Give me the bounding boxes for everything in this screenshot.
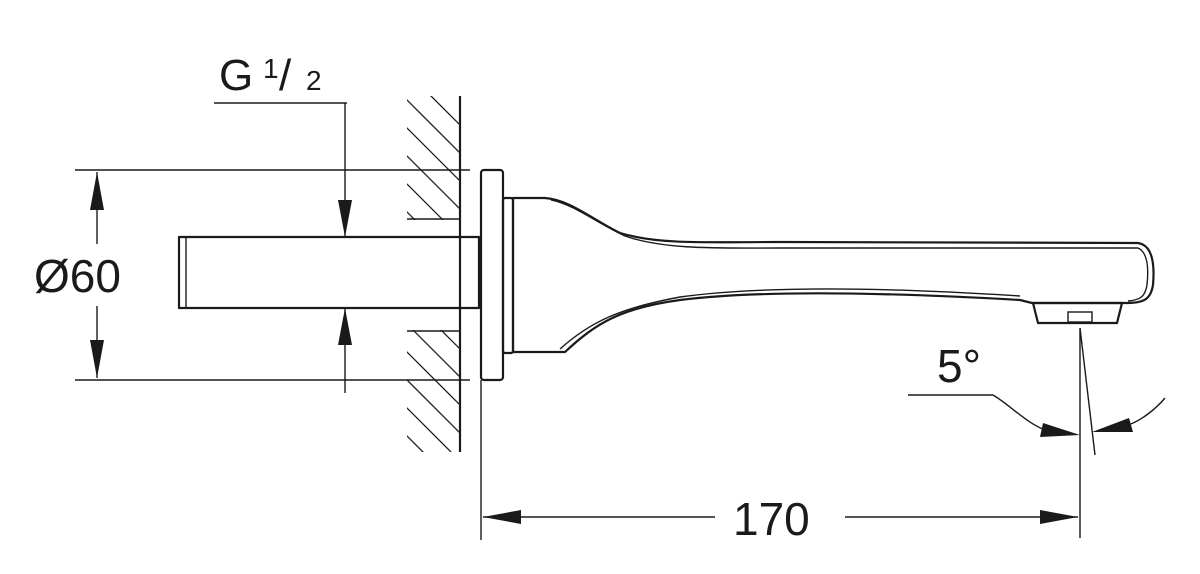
diameter-dimension: Ø60 bbox=[34, 169, 470, 381]
angle-dimension: 5° bbox=[908, 327, 1166, 538]
angle-label: 5° bbox=[937, 340, 981, 392]
hatch-line bbox=[407, 155, 460, 210]
thread-size-denominator: 2 bbox=[306, 65, 322, 96]
length-label: 170 bbox=[733, 493, 810, 545]
spout-body bbox=[511, 196, 1155, 354]
hatch-line bbox=[407, 127, 460, 182]
wall-rosette bbox=[479, 168, 515, 382]
connection-pipe bbox=[177, 235, 481, 310]
wall bbox=[405, 96, 465, 522]
length-dimension: 170 bbox=[480, 380, 1078, 545]
hatch-line bbox=[407, 407, 452, 452]
hatch-line bbox=[405, 462, 465, 522]
diameter-label: Ø60 bbox=[34, 250, 121, 302]
thread-dimension: G 1 / 2 bbox=[214, 51, 352, 393]
hatch-line bbox=[407, 435, 424, 452]
thread-size-slash: / bbox=[279, 51, 292, 100]
hatch-line bbox=[430, 96, 460, 126]
aerator bbox=[1031, 301, 1124, 325]
thread-size-numerator: 1 bbox=[263, 53, 279, 84]
wall-gap-cover bbox=[405, 220, 463, 330]
hatch-line bbox=[407, 379, 460, 434]
thread-size-label: G bbox=[219, 51, 253, 100]
hatch-line bbox=[407, 99, 460, 154]
hatch-line bbox=[407, 323, 460, 378]
